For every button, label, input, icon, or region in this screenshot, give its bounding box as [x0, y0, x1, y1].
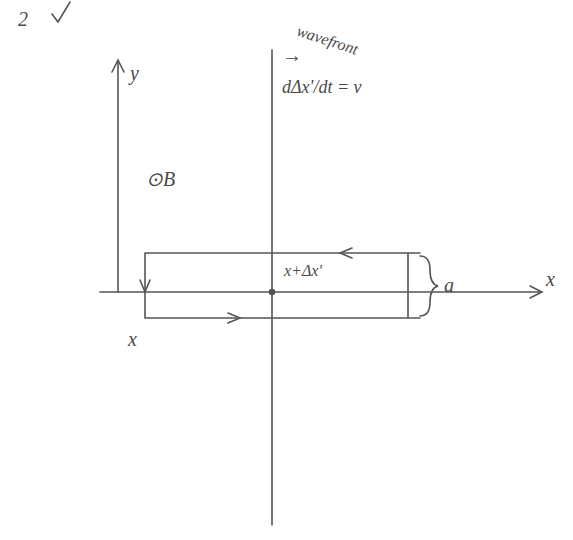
width-bracket — [420, 256, 438, 316]
sketch-label: ⊙B — [146, 168, 175, 190]
axis-arrowhead — [112, 60, 124, 72]
current-arrow — [340, 248, 352, 258]
sketch-label: x — [546, 268, 555, 290]
wavefront-line — [271, 50, 273, 525]
sketch-label: a — [444, 274, 454, 296]
sketch-label: x+Δx' — [282, 262, 324, 280]
sketch-label: x — [128, 328, 137, 350]
current-arrow — [228, 313, 240, 323]
axis-arrowhead — [530, 286, 542, 298]
sketch-label: wavefront — [295, 22, 361, 58]
current-loop — [145, 253, 420, 318]
sketch-label: → — [282, 44, 302, 66]
y-axis — [117, 62, 119, 292]
sketch-label: y — [130, 62, 139, 84]
sketch-label: dΔx'/dt = v — [282, 78, 362, 98]
check-mark — [52, 2, 70, 22]
x-axis — [100, 291, 540, 293]
sketch-label: 2 — [18, 8, 28, 30]
current-arrow — [140, 280, 150, 292]
dot — [270, 290, 275, 295]
